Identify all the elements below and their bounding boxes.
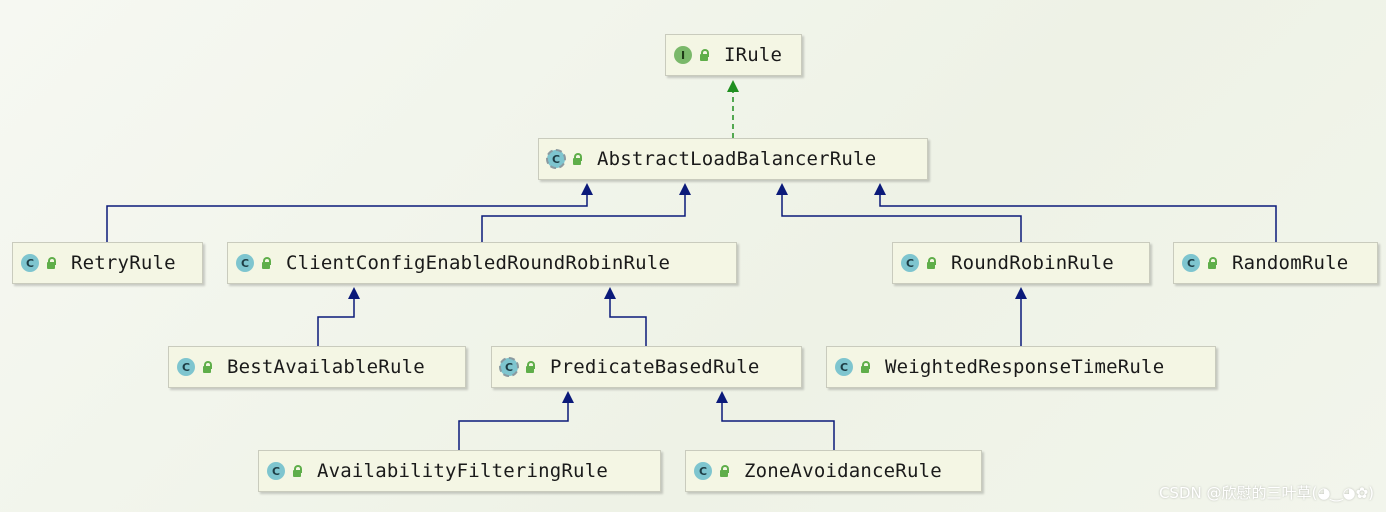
lock-icon: [43, 255, 59, 271]
node-randomrule[interactable]: C RandomRule: [1173, 242, 1378, 284]
lock-icon: [199, 359, 215, 375]
edge-arrowhead: [562, 391, 574, 403]
edge-arrowhead: [874, 183, 886, 195]
lock-icon: [716, 463, 732, 479]
node-bestavailablerule[interactable]: C BestAvailableRule: [168, 346, 466, 388]
lock-icon: [258, 255, 274, 271]
class-icon: C: [236, 254, 254, 272]
watermark: CSDN @欣慰的三叶草(◕‿◕✿): [1158, 484, 1374, 502]
node-label: IRule: [724, 44, 783, 66]
edge-line: [781, 195, 1022, 242]
node-label: WeightedResponseTimeRule: [885, 356, 1165, 378]
node-label: RoundRobinRule: [951, 252, 1114, 274]
edge-line: [609, 299, 647, 346]
lock-icon: [569, 151, 585, 167]
edge-zoneavoidancerule-to-predicatebasedrule: [716, 391, 835, 450]
node-predicatebasedrule[interactable]: C PredicateBasedRule: [491, 346, 802, 388]
edge-predicatebasedrule-to-clientconfigenabledroundrobinrule: [604, 287, 647, 346]
interface-icon: I: [674, 46, 692, 64]
node-zoneavoidancerule[interactable]: C ZoneAvoidanceRule: [685, 450, 982, 492]
node-weightedresponsetimerule[interactable]: C WeightedResponseTimeRule: [826, 346, 1216, 388]
node-abstractloadbalancerrule[interactable]: C AbstractLoadBalancerRule: [538, 138, 928, 180]
lock-icon: [522, 359, 538, 375]
edge-arrowhead: [727, 80, 739, 92]
edge-arrowhead: [1015, 287, 1027, 299]
node-retryrule[interactable]: C RetryRule: [12, 242, 203, 284]
edge-arrowhead: [716, 391, 728, 403]
node-label: BestAvailableRule: [227, 356, 425, 378]
node-clientconfigenabledroundrobinrule[interactable]: C ClientConfigEnabledRoundRobinRule: [227, 242, 737, 284]
edge-availabilityfilteringrule-to-predicatebasedrule: [458, 391, 574, 450]
edge-clientconfigenabledroundrobinrule-to-abstractloadbalancerrule: [481, 183, 691, 242]
class-icon: C: [21, 254, 39, 272]
edge-randomrule-to-abstractloadbalancerrule: [874, 183, 1277, 242]
lock-icon: [923, 255, 939, 271]
edge-line: [458, 403, 569, 450]
node-label: RetryRule: [71, 252, 176, 274]
edge-line: [481, 195, 686, 242]
lock-icon: [857, 359, 873, 375]
lock-icon: [1204, 255, 1220, 271]
edge-arrowhead: [679, 183, 691, 195]
edge-line: [106, 195, 588, 242]
class-icon: C: [901, 254, 919, 272]
abstract-class-icon: C: [499, 357, 519, 377]
lock-icon: [696, 47, 712, 63]
edge-line: [317, 299, 355, 346]
node-label: RandomRule: [1232, 252, 1349, 274]
edge-arrowhead: [348, 287, 360, 299]
edge-arrowhead: [581, 183, 593, 195]
node-label: ClientConfigEnabledRoundRobinRule: [286, 252, 671, 274]
class-icon: C: [835, 358, 853, 376]
node-label: AbstractLoadBalancerRule: [597, 148, 877, 170]
class-icon: C: [267, 462, 285, 480]
node-roundrobinrule[interactable]: C RoundRobinRule: [892, 242, 1150, 284]
edge-roundrobinrule-to-abstractloadbalancerrule: [776, 183, 1022, 242]
edge-bestavailablerule-to-clientconfigenabledroundrobinrule: [317, 287, 360, 346]
edge-line: [721, 403, 835, 450]
class-icon: C: [177, 358, 195, 376]
node-label: PredicateBasedRule: [550, 356, 760, 378]
abstract-class-icon: C: [546, 149, 566, 169]
class-icon: C: [1182, 254, 1200, 272]
lock-icon: [289, 463, 305, 479]
node-availabilityfilteringrule[interactable]: C AvailabilityFilteringRule: [258, 450, 661, 492]
edge-line: [879, 195, 1277, 242]
edge-arrowhead: [776, 183, 788, 195]
edge-abstractloadbalancerrule-to-irule: [727, 80, 739, 138]
edge-weightedresponsetimerule-to-roundrobinrule: [1015, 287, 1027, 346]
node-label: ZoneAvoidanceRule: [744, 460, 942, 482]
class-icon: C: [694, 462, 712, 480]
node-irule[interactable]: I IRule: [665, 34, 802, 76]
edge-retryrule-to-abstractloadbalancerrule: [106, 183, 593, 242]
edge-arrowhead: [604, 287, 616, 299]
node-label: AvailabilityFilteringRule: [317, 460, 608, 482]
